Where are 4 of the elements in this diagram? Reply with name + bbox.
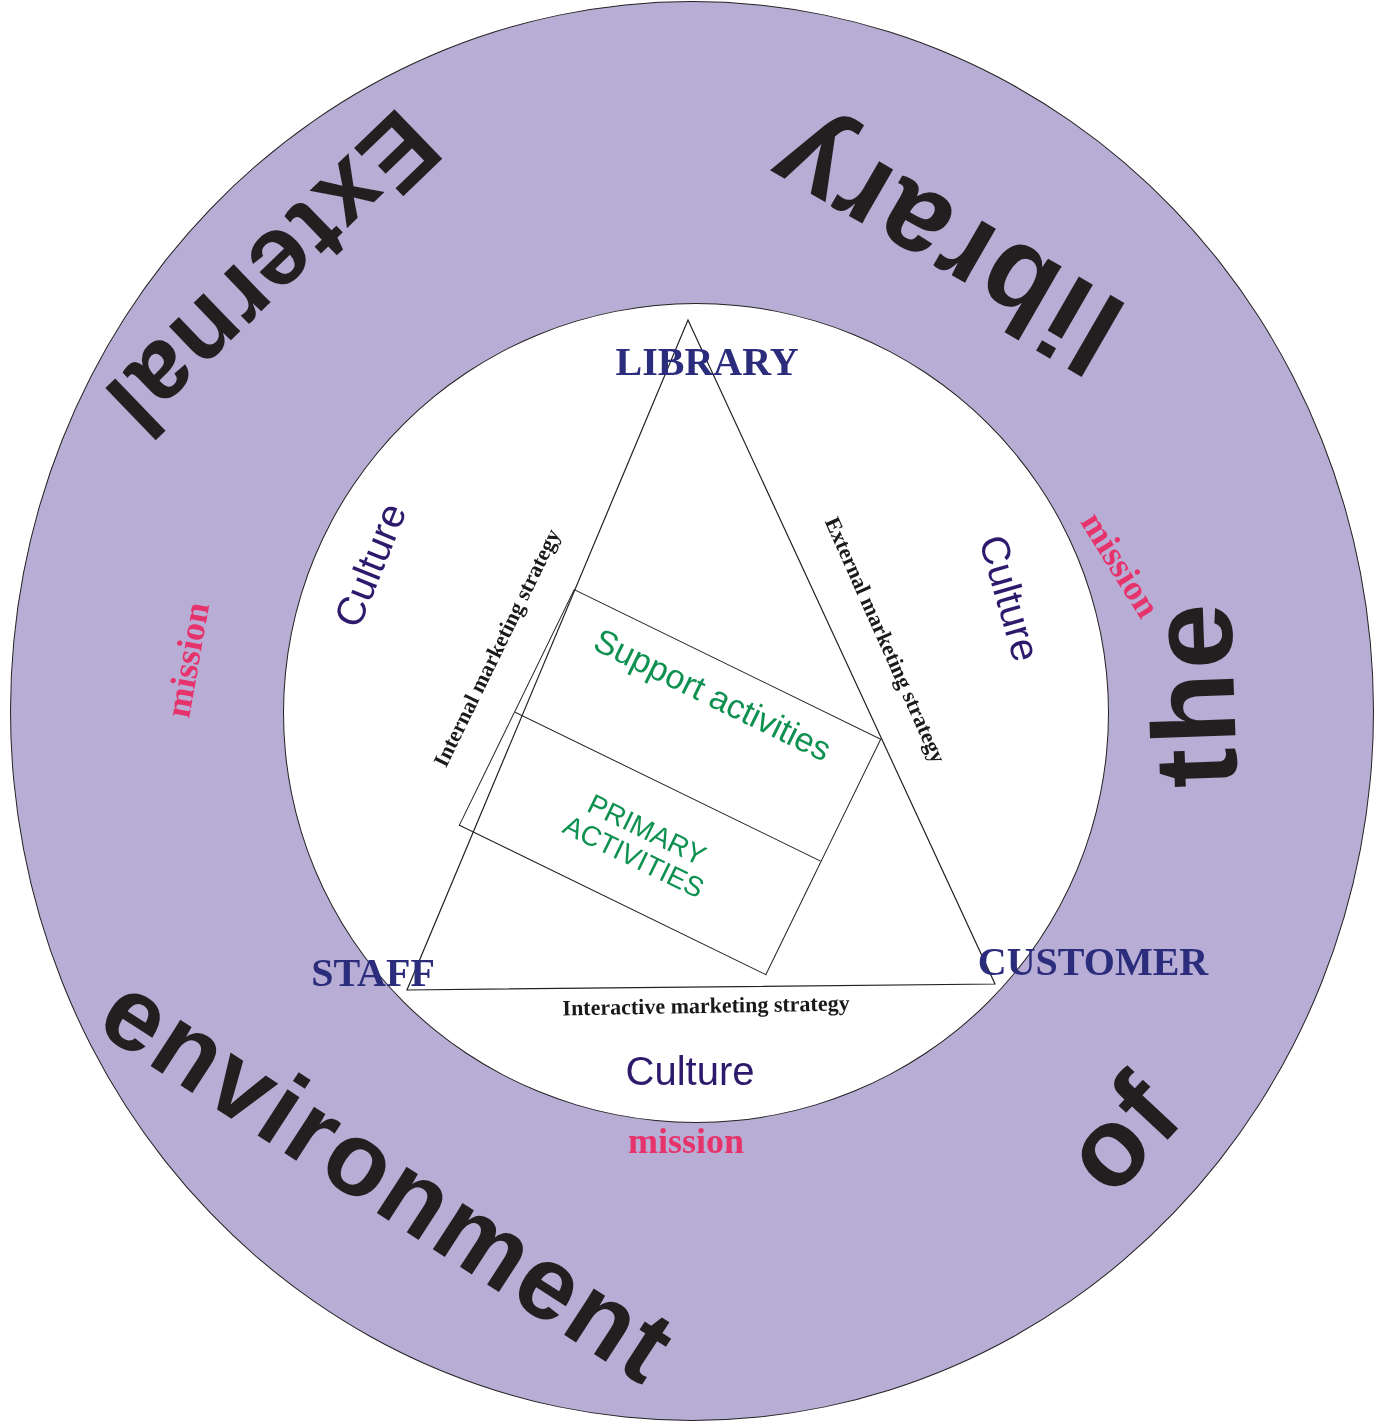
culture-label: Culture: [325, 497, 415, 633]
culture-label: Culture: [971, 529, 1049, 667]
ring-word: of: [1042, 1054, 1202, 1213]
mission-label: mission: [158, 599, 218, 721]
